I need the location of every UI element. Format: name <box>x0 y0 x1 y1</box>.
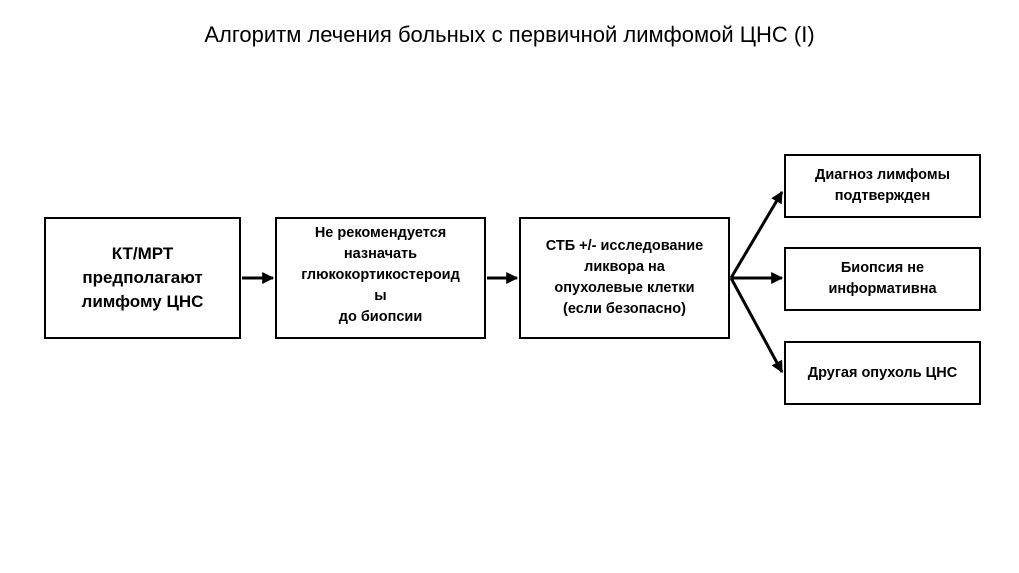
box-biopsy-non-informative-text: Биопсия не информативна <box>828 260 937 297</box>
box-diagnosis-confirmed: Диагноз лимфомы подтвержден <box>784 154 981 218</box>
box-stb: СТБ +/- исследование ликвора на опухолев… <box>519 217 730 339</box>
box-ct-mri: КТ/МРТ предполагают лимфому ЦНС <box>44 217 241 339</box>
box-stb-text: СТБ +/- исследование ликвора на опухолев… <box>545 238 704 317</box>
box-steroids: Не рекомендуется назначать глюкокортикос… <box>275 217 486 339</box>
box-ct-mri-text: КТ/МРТ предполагают лимфому ЦНС <box>81 244 204 311</box>
box-other-cns-tumor: Другая опухоль ЦНС <box>784 341 981 405</box>
box-steroids-text: Не рекомендуется назначать глюкокортикос… <box>301 225 460 325</box>
arrow-stb-to-other <box>729 277 784 374</box>
slide-title: Алгоритм лечения больных с первичной лим… <box>204 22 815 47</box>
box-diagnosis-confirmed-text: Диагноз лимфомы подтвержден <box>815 167 950 204</box>
box-other-cns-tumor-text: Другая опухоль ЦНС <box>807 364 958 381</box>
arrow-stb-to-confirmed <box>729 190 784 279</box>
box-biopsy-non-informative: Биопсия не информативна <box>784 247 981 311</box>
